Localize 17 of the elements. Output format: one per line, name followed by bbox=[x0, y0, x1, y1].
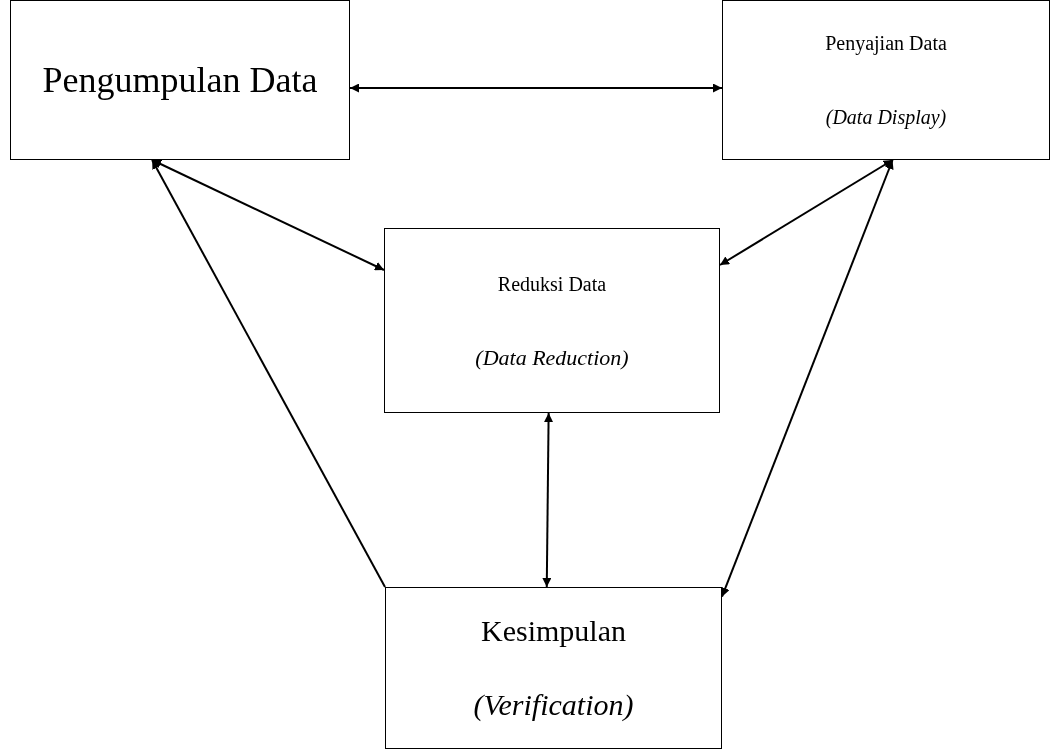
arrow bbox=[721, 159, 894, 598]
box-title: Penyajian Data bbox=[825, 31, 947, 56]
arrow bbox=[349, 83, 723, 93]
box-title: Pengumpulan Data bbox=[42, 58, 318, 102]
process-box bbox=[10, 0, 350, 160]
box-title: Reduksi Data bbox=[497, 271, 607, 297]
process-box bbox=[385, 587, 722, 749]
box-subtitle: (Data Display) bbox=[825, 105, 947, 130]
box-title: Kesimpulan bbox=[481, 613, 626, 649]
arrow bbox=[719, 159, 894, 266]
arrow bbox=[151, 159, 386, 588]
arrow bbox=[542, 412, 554, 588]
process-box bbox=[384, 228, 720, 413]
box-subtitle: (Data Reduction) bbox=[475, 343, 629, 372]
arrow bbox=[151, 159, 385, 271]
process-box bbox=[722, 0, 1050, 160]
box-subtitle: (Verification) bbox=[473, 687, 634, 723]
